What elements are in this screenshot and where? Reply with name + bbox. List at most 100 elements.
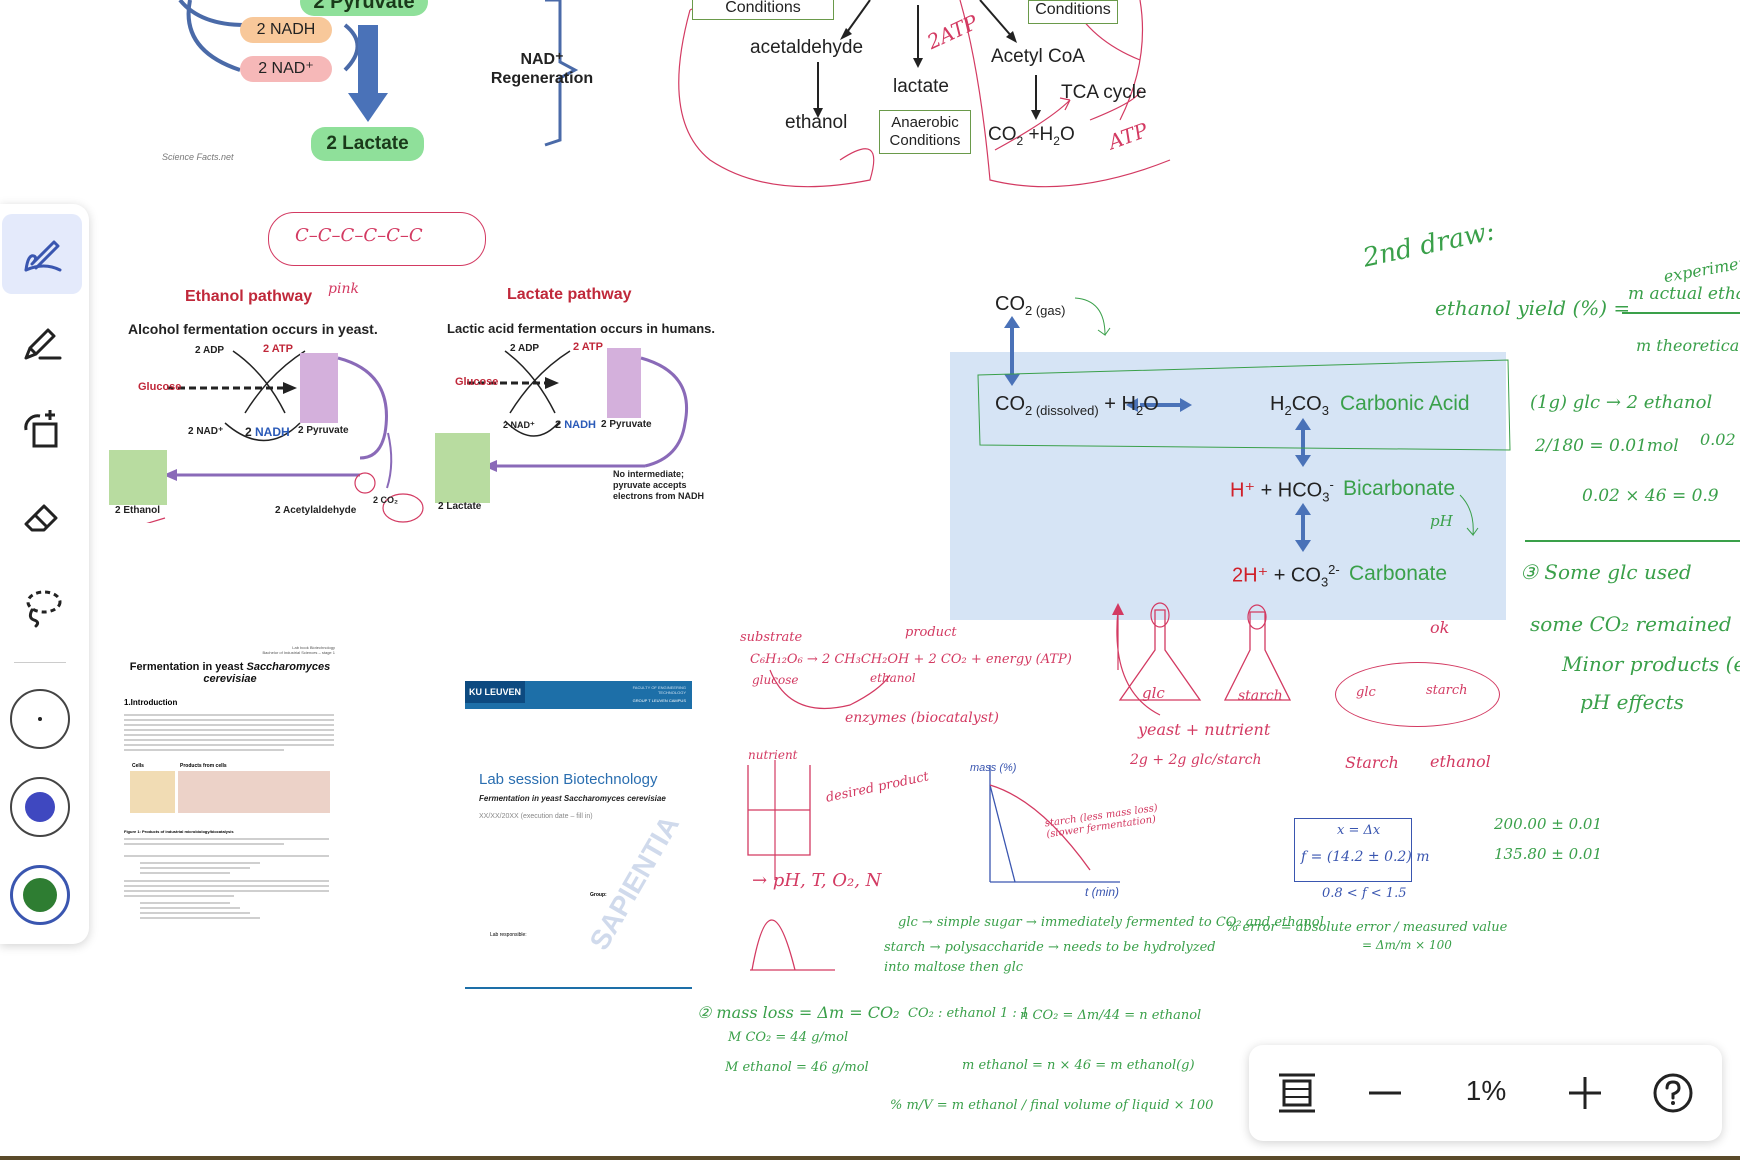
pyruvate-label: 2 Pyruvate bbox=[298, 425, 349, 436]
fit-to-screen-button[interactable] bbox=[1267, 1063, 1327, 1123]
plus-icon bbox=[1569, 1077, 1601, 1109]
carbonic-acid-formula: H2CO3 bbox=[1270, 393, 1329, 418]
note-substrate: substrate bbox=[740, 630, 803, 645]
blue-color-swatch[interactable] bbox=[10, 777, 70, 837]
note-ratio: CO₂ : ethanol 1 : 1 bbox=[908, 1006, 1030, 1021]
highlighter-tool-button[interactable] bbox=[2, 302, 82, 382]
note-minor-products: Minor products (e.g. bbox=[1562, 652, 1740, 676]
help-button[interactable] bbox=[1643, 1063, 1703, 1123]
note-glc-simple: glc → simple sugar → immediately ferment… bbox=[898, 915, 1324, 930]
shape-tool-button[interactable] bbox=[2, 390, 82, 470]
ku-date: XX/XX/20XX (execution date – fill in) bbox=[479, 813, 593, 820]
lactate-glucose-label: Glucose bbox=[455, 376, 499, 388]
note-product: product bbox=[905, 625, 957, 640]
co2-dissolved-label: CO2 (dissolved) + H2O bbox=[995, 393, 1159, 418]
note-flask-starch: starch bbox=[1238, 688, 1283, 704]
note-m-actual: m actual ethanol bbox=[1628, 284, 1740, 304]
note-ok: ok bbox=[1430, 618, 1450, 637]
paper-header: Lab book Biotechnology Bachelor of Indus… bbox=[262, 645, 336, 655]
stroke-size-dot bbox=[38, 717, 42, 721]
lactate-label: lactate bbox=[893, 76, 949, 97]
note-m-co2: M CO₂ = 44 g/mol bbox=[728, 1030, 849, 1045]
note-error: % error = absolute error / measured valu… bbox=[1226, 920, 1508, 935]
carbonate-formula: 2H⁺ + CO32- bbox=[1232, 562, 1340, 590]
note-some-glc: ③ Some glc used bbox=[1520, 560, 1692, 584]
lactate-pathway-title: Lactate pathway bbox=[507, 286, 632, 303]
note-co2-remained: some CO₂ remained bbox=[1530, 612, 1732, 636]
ku-faculty: FACULTY OF ENGINEERING TECHNOLOGY bbox=[632, 685, 686, 695]
enzyme-arrow bbox=[769, 669, 891, 709]
eraser-tool-button[interactable] bbox=[2, 478, 82, 558]
pyruvate-pill: 2 Pyruvate bbox=[300, 0, 428, 16]
ethanol-label: ethanol bbox=[785, 112, 848, 133]
note-error-b: = Δm/m × 100 bbox=[1362, 938, 1452, 952]
co2-product-label: 2 CO₂ bbox=[373, 495, 399, 505]
nadh-label: 2 NADH bbox=[245, 425, 290, 439]
ku-logo: KU LEUVEN bbox=[465, 681, 525, 703]
ink-pink-note: pink bbox=[328, 281, 359, 297]
paper-figure-2 bbox=[178, 771, 330, 813]
zoom-level[interactable]: 1% bbox=[1465, 1075, 1507, 1106]
note-ethanol-yield: ethanol yield (%) = bbox=[1435, 296, 1631, 320]
acetaldehyde-label: acetaldehyde bbox=[750, 37, 864, 58]
tool-palette bbox=[0, 204, 89, 944]
lasso-icon bbox=[26, 590, 62, 628]
lactate-nadh-label: 2 NADH bbox=[555, 419, 596, 431]
lab-paper-document[interactable]: Lab book Biotechnology Bachelor of Indus… bbox=[120, 640, 340, 940]
carbonic-acid-name: Carbonic Acid bbox=[1340, 392, 1470, 415]
pathway-arrows bbox=[678, 0, 1171, 188]
anaerobic-conditions-box: Anaerobic Conditions bbox=[879, 110, 971, 154]
fermentation-figure-graphics bbox=[109, 348, 688, 523]
carbonic-arrows bbox=[977, 297, 1511, 552]
glycolysis-arrows bbox=[178, 0, 579, 147]
bioreactor-sketch bbox=[747, 760, 835, 971]
zoom-out-button[interactable] bbox=[1355, 1063, 1415, 1123]
note-amounts: 2g + 2g glc/starch bbox=[1130, 752, 1262, 768]
ku-title: Lab session Biotechnology bbox=[479, 771, 658, 788]
note-fermentation-eq: C₆H₁₂O₆ → 2 CH₃CH₂OH + 2 CO₂ + energy (A… bbox=[750, 652, 1072, 667]
note-ethanol-2: ethanol bbox=[1430, 752, 1491, 771]
ink-ph-note: pH bbox=[1430, 512, 1453, 530]
carbonate-name: Carbonate bbox=[1349, 562, 1448, 585]
paper-cells-label: Cells bbox=[132, 763, 144, 769]
zoom-in-button[interactable] bbox=[1555, 1063, 1615, 1123]
stroke-size-button[interactable] bbox=[10, 689, 70, 749]
ku-header-bar: KU LEUVEN FACULTY OF ENGINEERING TECHNOL… bbox=[465, 681, 692, 709]
paper-products-label: Products from cells bbox=[180, 763, 227, 769]
note-glc-ethanol: (1g) glc → 2 ethanol bbox=[1530, 392, 1713, 413]
fit-screen-icon bbox=[1279, 1073, 1315, 1113]
note-percent-mv: % m/V = m ethanol / final volume of liqu… bbox=[890, 1098, 1214, 1113]
paper-intro-heading: 1.Introduction bbox=[124, 698, 178, 707]
ku-footer-line bbox=[465, 987, 692, 989]
ethanol-pathway-title: Ethanol pathway bbox=[185, 288, 313, 305]
nad-regeneration-label: NAD⁺ Regeneration bbox=[490, 51, 594, 87]
green-color-swatch[interactable] bbox=[10, 865, 70, 925]
pen-icon bbox=[24, 240, 62, 272]
shapes-add-icon bbox=[24, 410, 58, 448]
note-enzymes: enzymes (biocatalyst) bbox=[845, 710, 999, 726]
conditions-box-left: Conditions bbox=[692, 0, 834, 20]
ku-campus: GROUP T LEUVEN CAMPUS bbox=[632, 698, 686, 703]
eraser-icon bbox=[24, 504, 58, 532]
help-icon bbox=[1653, 1073, 1693, 1113]
pen-tool-button[interactable] bbox=[2, 214, 82, 294]
flask-group-ellipse: glc starch bbox=[1335, 662, 1500, 727]
note-starch-poly: starch → polysaccharide → needs to be hy… bbox=[884, 940, 1216, 975]
paper-figure-caption: Figure 1: Products of industrial microbi… bbox=[124, 829, 234, 834]
acetaldehyde-product-label: 2 Acetylaldehyde bbox=[275, 505, 357, 516]
ku-leuven-cover-document[interactable]: KU LEUVEN FACULTY OF ENGINEERING TECHNOL… bbox=[465, 677, 692, 990]
lasso-tool-button[interactable] bbox=[2, 566, 82, 646]
fermentation-figure: Ethanol pathway Lactate pathway Alcohol … bbox=[105, 283, 735, 523]
note-2nd-draw: 2nd draw: bbox=[1360, 216, 1498, 274]
mass-loss-graph bbox=[989, 765, 1120, 883]
note-measure-1: 200.00 ± 0.01 bbox=[1494, 815, 1602, 833]
note-0-02: 0.02 bbox=[1700, 430, 1736, 449]
blue-dot bbox=[25, 792, 55, 822]
calc-box: x = Δx f = (14.2 ± 0.2) m bbox=[1294, 818, 1430, 882]
ink-carbon-chain: C–C–C–C–C–C bbox=[268, 212, 486, 266]
note-m-ethanol-calc: m ethanol = n × 46 = m ethanol(g) bbox=[962, 1058, 1195, 1073]
zoom-control-bar: 1% bbox=[1249, 1045, 1722, 1141]
lactate-adp-label: 2 ADP bbox=[510, 343, 540, 354]
